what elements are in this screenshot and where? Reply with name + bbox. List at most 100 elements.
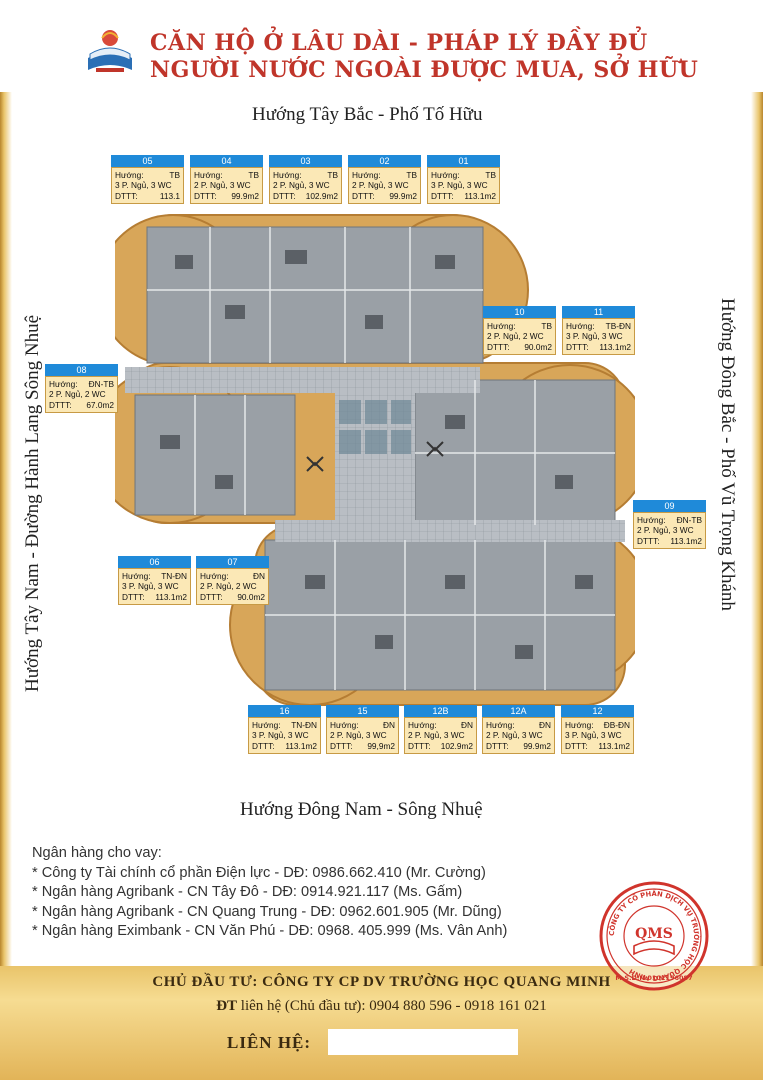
bank-list-title: Ngân hàng cho vay: (32, 845, 162, 861)
unit-dir-label: Hướng: (49, 379, 78, 389)
unit-card-12: 12 Hướng:ĐB-ĐN 3 P. Ngủ, 3 WC DTTT:113.1… (561, 705, 634, 755)
unit-id: 12B (404, 705, 477, 717)
unit-dir-label: Hướng: (200, 571, 229, 581)
unit-rooms: 3 P. Ngủ, 3 WC (252, 730, 309, 741)
unit-dir-label: Hướng: (122, 571, 151, 581)
unit-rooms: 2 P. Ngủ, 2 WC (487, 331, 544, 342)
unit-id: 16 (248, 705, 321, 717)
unit-id: 02 (348, 155, 421, 167)
unit-dir-label: Hướng: (487, 321, 516, 331)
unit-dir-label: Hướng: (273, 170, 302, 180)
bank-item: * Ngân hàng Agribank - CN Tây Đô - DĐ: 0… (32, 884, 463, 901)
unit-id: 15 (326, 705, 399, 717)
seal-center-text: QMS (635, 926, 673, 942)
unit-area-label: DTTT: (49, 399, 72, 410)
unit-area: 102.9m2 (440, 740, 473, 751)
unit-card-06: 06 Hướng: TN-ĐN 3 P. Ngủ, 3 WC DTTT: 113.1… (118, 556, 191, 606)
unit-area: 113.1m2 (464, 190, 496, 201)
unit-rooms: 3 P. Ngủ, 3 WC (566, 331, 623, 342)
unit-dir: ĐN-TB (676, 515, 702, 525)
unit-dir: ĐB-ĐN (603, 720, 630, 730)
unit-area-label: DTTT: (122, 591, 145, 602)
unit-dir: TB-ĐN (605, 321, 631, 331)
unit-card-02: 02 Hướng:TB 2 P. Ngủ, 3 WC DTTT:99.9m2 (348, 155, 421, 205)
unit-area: 113.1 (159, 190, 180, 201)
direction-left: Hướng Tây Nam - Đường Hành Lang Sông Nhu… (22, 314, 43, 692)
unit-area: 90.0m2 (237, 591, 265, 602)
unit-dir: TB (541, 321, 552, 331)
phone-numbers: liên hệ (Chủ đầu tư): 0904 880 596 - 091… (240, 998, 547, 1014)
unit-dir: TB (327, 170, 338, 180)
unit-card-09: 09 Hướng:ĐN-TB 2 P. Ngủ, 3 WC DTTT:113.1… (633, 500, 706, 550)
bank-item: * Ngân hàng Agribank - CN Quang Trung - … (32, 903, 502, 920)
unit-card-15: 15 Hướng:ĐN 2 P. Ngủ, 3 WC DTTT:99,9m2 (326, 705, 399, 755)
unit-dir-label: Hướng: (252, 720, 281, 730)
unit-dir-label: Hướng: (566, 321, 595, 331)
unit-area-label: DTTT: (273, 190, 296, 201)
unit-id: 06 (118, 556, 191, 568)
unit-area: 102.9m2 (305, 190, 338, 201)
unit-area-label: DTTT: (486, 740, 509, 751)
bank-list: Ngân hàng cho vay: * Công ty Tài chính c… (32, 844, 652, 942)
unit-area-label: DTTT: (200, 591, 223, 602)
unit-card-01: 01 Hướng:TB 3 P. Ngủ, 3 WC DTTT:113.1m2 (427, 155, 500, 205)
unit-card-12b: 12B Hướng:ĐN 2 P. Ngủ, 3 WC DTTT:102.9m2 (404, 705, 477, 755)
unit-card-05: 05 Hướng:TB 3 P. Ngủ, 3 WC DTTT:113.1 (111, 155, 184, 205)
unit-dir: TB (406, 170, 417, 180)
contact-label: LIÊN HỆ: (227, 1033, 312, 1052)
open-book-logo-icon (82, 24, 138, 78)
unit-area: 67.0m2 (86, 399, 114, 410)
phone-label: ĐT (216, 998, 238, 1014)
unit-id: 12 (561, 705, 634, 717)
unit-card-16: 16 Hướng:TN-ĐN 3 P. Ngủ, 3 WC DTTT:113.1… (248, 705, 321, 755)
unit-area-label: DTTT: (115, 190, 138, 201)
unit-rooms: 2 P. Ngủ, 3 WC (330, 730, 387, 741)
unit-id: 09 (633, 500, 706, 512)
unit-area-label: DTTT: (487, 341, 510, 352)
unit-id: 07 (196, 556, 269, 568)
unit-rooms: 3 P. Ngủ, 3 WC (115, 180, 172, 191)
seal-bottom-text: M.S.D.N:0102196087 (615, 974, 692, 982)
unit-area-label: DTTT: (431, 190, 454, 201)
unit-area: 99.9m2 (389, 190, 417, 201)
unit-dir-label: Hướng: (486, 720, 515, 730)
unit-area-label: DTTT: (408, 740, 431, 751)
unit-area: 99.9m2 (523, 740, 551, 751)
unit-id: 04 (190, 155, 263, 167)
direction-right: Hướng Đông Bắc - Phố Vũ Trọng Khánh (717, 298, 738, 611)
unit-area-label: DTTT: (565, 740, 588, 751)
header-line-2: NGƯỜI NƯỚC NGOÀI ĐƯỢC MUA, SỞ HỮU (150, 57, 699, 83)
unit-id: 12A (482, 705, 555, 717)
unit-dir-label: Hướng: (115, 170, 144, 180)
unit-dir-label: Hướng: (352, 170, 381, 180)
unit-dir-label: Hướng: (408, 720, 437, 730)
unit-rooms: 3 P. Ngủ, 3 WC (565, 730, 622, 741)
unit-dir-label: Hướng: (194, 170, 223, 180)
unit-dir: TB (169, 170, 180, 180)
unit-area: 113.1m2 (598, 740, 630, 751)
unit-dir-label: Hướng: (637, 515, 666, 525)
unit-id: 08 (45, 364, 118, 376)
direction-bottom: Hướng Đông Nam - Sông Nhuệ (240, 799, 483, 820)
unit-dir: TN-ĐN (161, 571, 187, 581)
unit-area: 99.9m2 (231, 190, 259, 201)
unit-id: 01 (427, 155, 500, 167)
unit-area-label: DTTT: (566, 341, 589, 352)
unit-area: 113.1m2 (155, 591, 187, 602)
unit-rooms: 2 P. Ngủ, 3 WC (637, 525, 694, 536)
investor-line: CHỦ ĐẦU TƯ: CÔNG TY CP DV TRƯỜNG HỌC QUA… (152, 974, 611, 990)
header-band (0, 0, 763, 92)
unit-rooms: 2 P. Ngủ, 2 WC (49, 389, 106, 400)
phone-line: ĐT liên hệ (Chủ đầu tư): 0904 880 596 - … (0, 998, 763, 1015)
floor-plan (115, 214, 635, 706)
unit-dir: ĐN-TB (88, 379, 114, 389)
unit-rooms: 3 P. Ngủ, 3 WC (122, 581, 179, 592)
direction-top: Hướng Tây Bắc - Phố Tố Hữu (252, 104, 483, 125)
unit-dir: ĐN (253, 571, 265, 581)
unit-area-label: DTTT: (637, 535, 660, 546)
unit-area-label: DTTT: (252, 740, 275, 751)
unit-area-label: DTTT: (330, 740, 353, 751)
unit-id: 10 (483, 306, 556, 318)
bank-item: * Công ty Tài chính cổ phần Điện lực - D… (32, 864, 486, 881)
